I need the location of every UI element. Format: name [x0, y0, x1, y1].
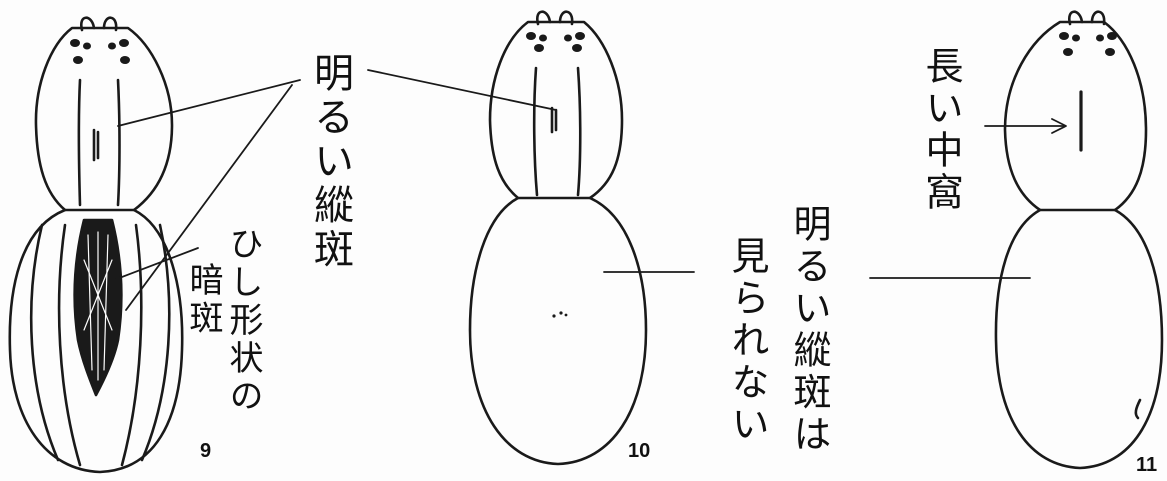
fig10-light-stripe-right: [576, 66, 582, 197]
fig9-leader-dark-spot: [113, 247, 199, 281]
fig9-leader-light-stripe-2: [125, 84, 293, 311]
fig11-arrow-fovea-head: [1051, 118, 1067, 134]
fig10-eyes: [526, 32, 585, 52]
fig10-chelicerae: [535, 10, 574, 26]
fig9-abdomen-stripe-1: [29, 223, 60, 462]
fig9-abdomen-stripe-2: [140, 223, 171, 462]
fig11-cephalothorax: [1003, 20, 1148, 212]
fig9-abdomen-stripe-4: [120, 223, 143, 467]
fig10-abdomen: [468, 196, 648, 466]
figure-11-spider: [869, 10, 1164, 470]
fig9-fovea: [92, 128, 100, 162]
fig9-eyes: [70, 39, 130, 64]
label-no-light-stripe-col1: 明るい縱斑は: [787, 204, 831, 456]
fig9-light-stripe-right: [116, 78, 121, 207]
label-rhombic-dark-spot-col2: 暗斑: [183, 262, 223, 338]
label-light-stripe: 明るい縱斑: [307, 52, 353, 272]
fig10-light-stripe-left: [532, 66, 539, 197]
figure-number-11: 11: [1136, 454, 1158, 476]
fig9-abdomen: [8, 208, 184, 474]
fig9-cephalothorax: [34, 26, 174, 212]
label-long-median-fovea: 長い中窩: [919, 46, 963, 214]
fig9-dark-spot-hatching: [83, 231, 113, 381]
fig11-chelicerae: [1067, 10, 1106, 26]
figure-number-9: 9: [200, 440, 212, 462]
figure-number-10: 10: [628, 440, 651, 462]
label-rhombic-dark-spot-col1: ひし形状の: [223, 226, 263, 416]
fig9-chelicerae: [79, 16, 118, 32]
fig9-abdomen-stripe-3: [57, 223, 82, 467]
fig11-abdomen-mark: [1134, 398, 1142, 420]
fig10-abdomen-dots: [552, 311, 568, 318]
fig11-abdomen: [994, 208, 1164, 470]
label-no-light-stripe-col2: 見られない: [725, 236, 769, 446]
fig9-light-stripe-left: [77, 78, 82, 207]
figure-10-spider: [367, 10, 695, 466]
fig9-leader-light-stripe-1: [117, 79, 301, 127]
fig10-fovea: [550, 106, 558, 134]
figure-9-spider: [8, 16, 301, 474]
fig10-leader-light-stripe: [367, 69, 557, 111]
fig11-eyes: [1059, 32, 1117, 56]
